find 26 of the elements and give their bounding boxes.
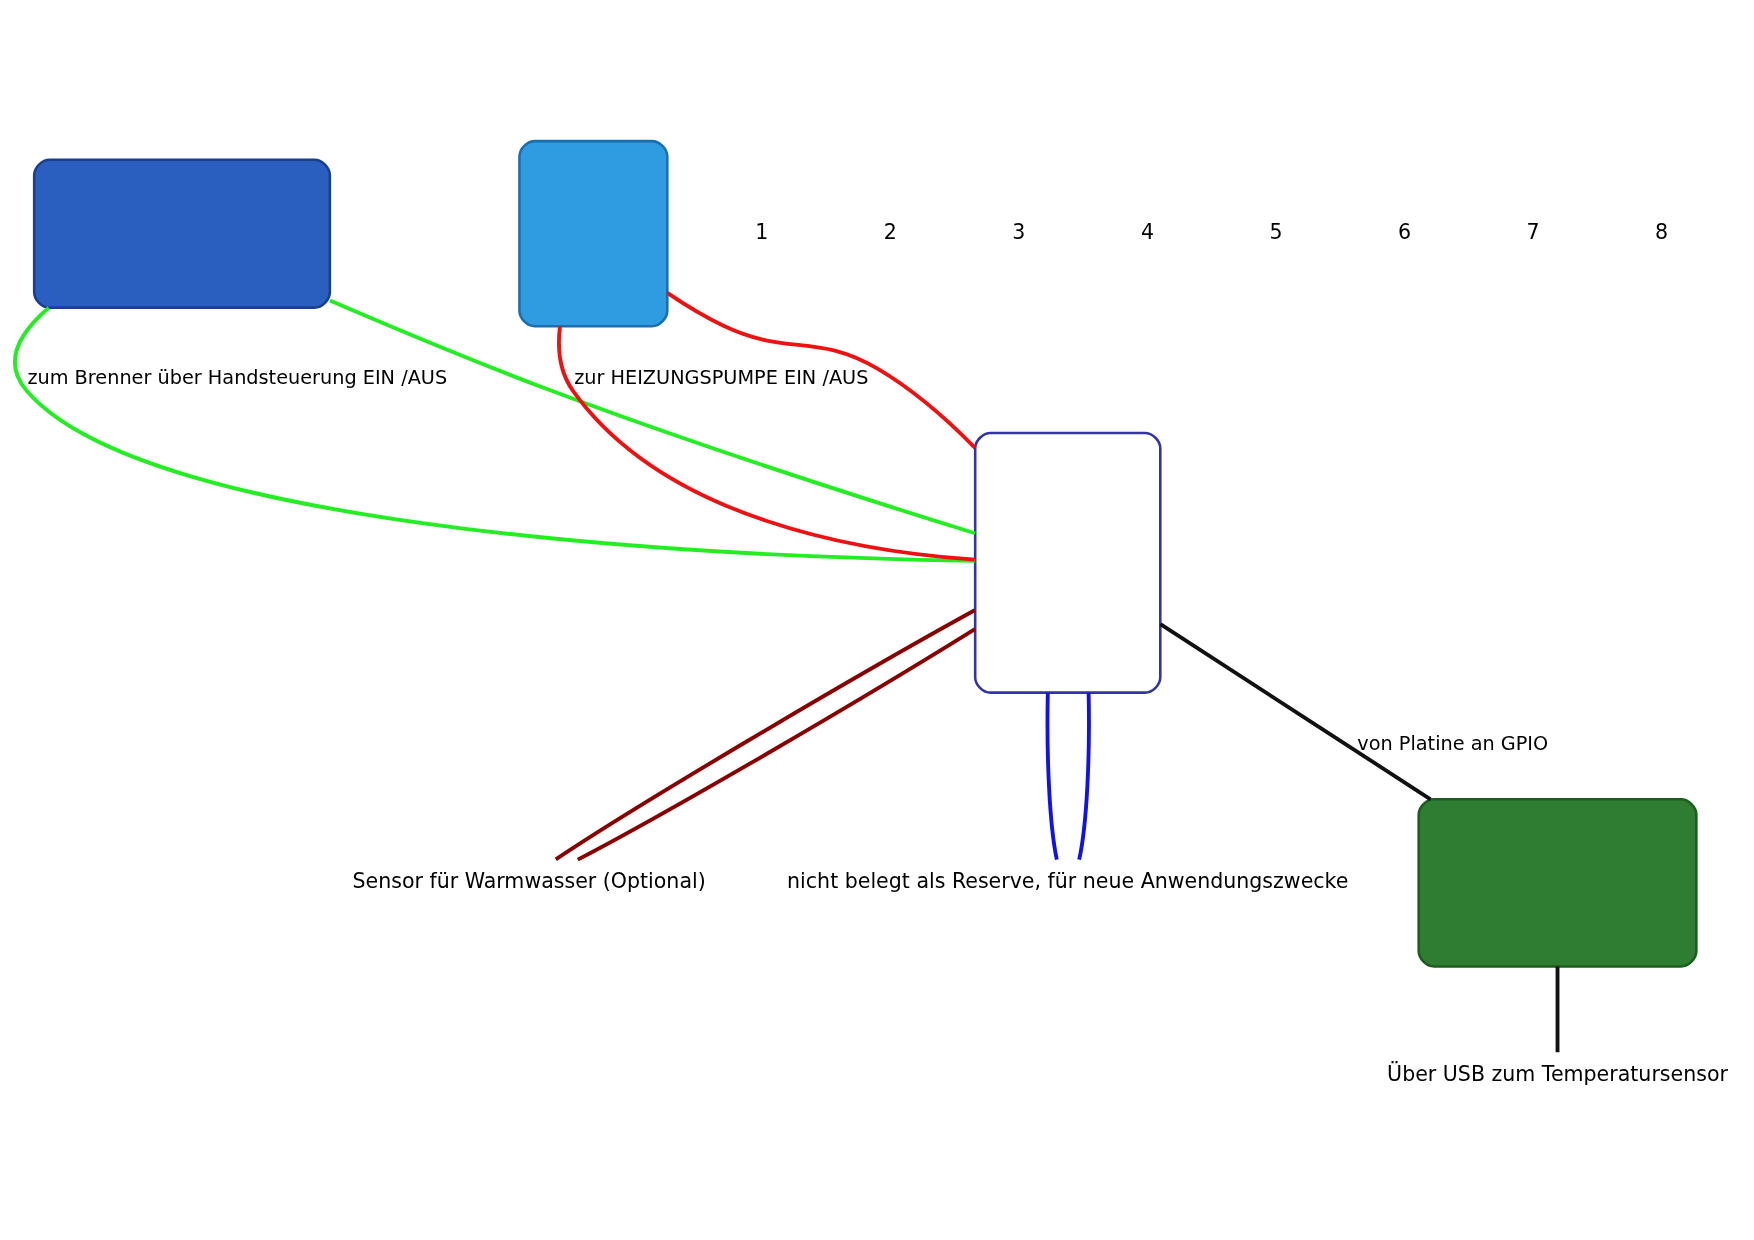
label: 7 xyxy=(1526,219,1540,244)
connector xyxy=(328,298,976,536)
connector xyxy=(12,306,975,563)
edge-label: zur HEIZUNGSPUMPE EIN /AUS xyxy=(573,366,868,390)
label: 5 xyxy=(1268,219,1283,244)
connector xyxy=(1045,692,1059,860)
node-text: nicht belegt als Reserve, für neue Anwendungszwecke xyxy=(786,868,1348,893)
connector xyxy=(556,326,975,562)
label: 4 xyxy=(1140,219,1154,244)
connector xyxy=(1555,966,1559,1053)
label: 6 xyxy=(1397,219,1411,244)
node-box xyxy=(973,431,1162,694)
node-text: Sensor für Warmwasser (Optional) xyxy=(351,868,706,893)
node-box xyxy=(32,158,331,309)
connector xyxy=(665,291,976,450)
connector xyxy=(1158,622,1432,801)
label: 8 xyxy=(1654,219,1668,244)
node-box xyxy=(1416,798,1698,968)
label: 3 xyxy=(1011,219,1025,244)
node-text: Über USB zum Temperatursensor xyxy=(1386,1061,1728,1086)
label: 1 xyxy=(754,219,768,244)
node-box xyxy=(517,139,669,328)
edge-label: zum Brenner über Handsteuerung EIN /AUS xyxy=(26,366,447,390)
edge-label: von Platine an GPIO xyxy=(1356,732,1548,756)
label: 2 xyxy=(883,219,897,244)
connector xyxy=(1076,692,1091,861)
